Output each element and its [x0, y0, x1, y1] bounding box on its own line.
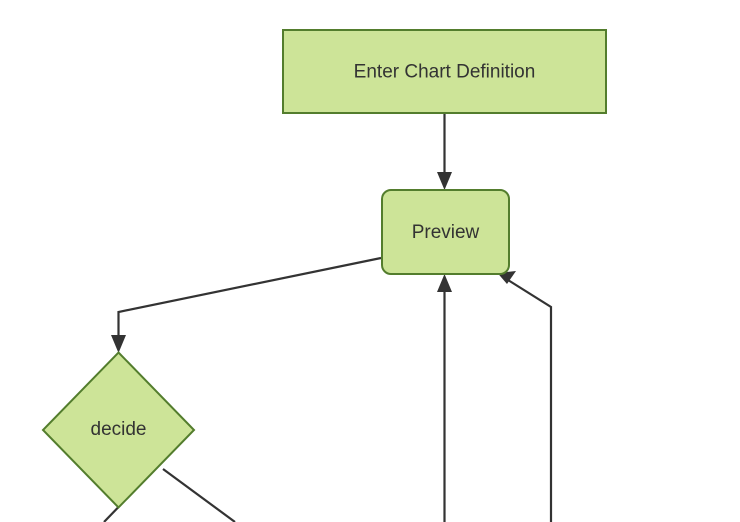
node-decide-label: decide [91, 419, 147, 440]
edge-decide-to-offscreen-left [103, 506, 120, 522]
node-preview-label: Preview [412, 222, 480, 243]
node-preview[interactable]: Preview [381, 189, 510, 275]
edge-preview-to-decide-line [117, 256, 382, 341]
edge-decide-to-offscreen-right [162, 468, 236, 522]
edge-offscreen-to-preview-center-arrowhead [437, 274, 452, 292]
node-decide-shape[interactable] [41, 351, 196, 509]
node-enter-chart-definition-shape[interactable] [282, 29, 607, 114]
edge-preview-to-decide [111, 256, 382, 353]
edge-enter-to-preview-arrowhead [437, 172, 452, 190]
edge-offscreen-to-preview-right-line [507, 279, 553, 522]
node-enter-chart-definition[interactable]: Enter Chart Definition [282, 29, 607, 114]
edge-decide-to-offscreen-left-line [103, 506, 120, 522]
node-preview-shape[interactable] [381, 189, 510, 275]
edge-offscreen-to-preview-right [497, 271, 553, 522]
edge-decide-to-offscreen-right-line [162, 468, 236, 522]
edge-offscreen-to-preview-center [437, 274, 452, 522]
edge-enter-to-preview [437, 113, 452, 190]
node-decide[interactable]: decide [41, 351, 196, 509]
node-enter-chart-definition-label: Enter Chart Definition [354, 62, 536, 83]
edge-preview-to-decide-arrowhead [111, 335, 126, 353]
